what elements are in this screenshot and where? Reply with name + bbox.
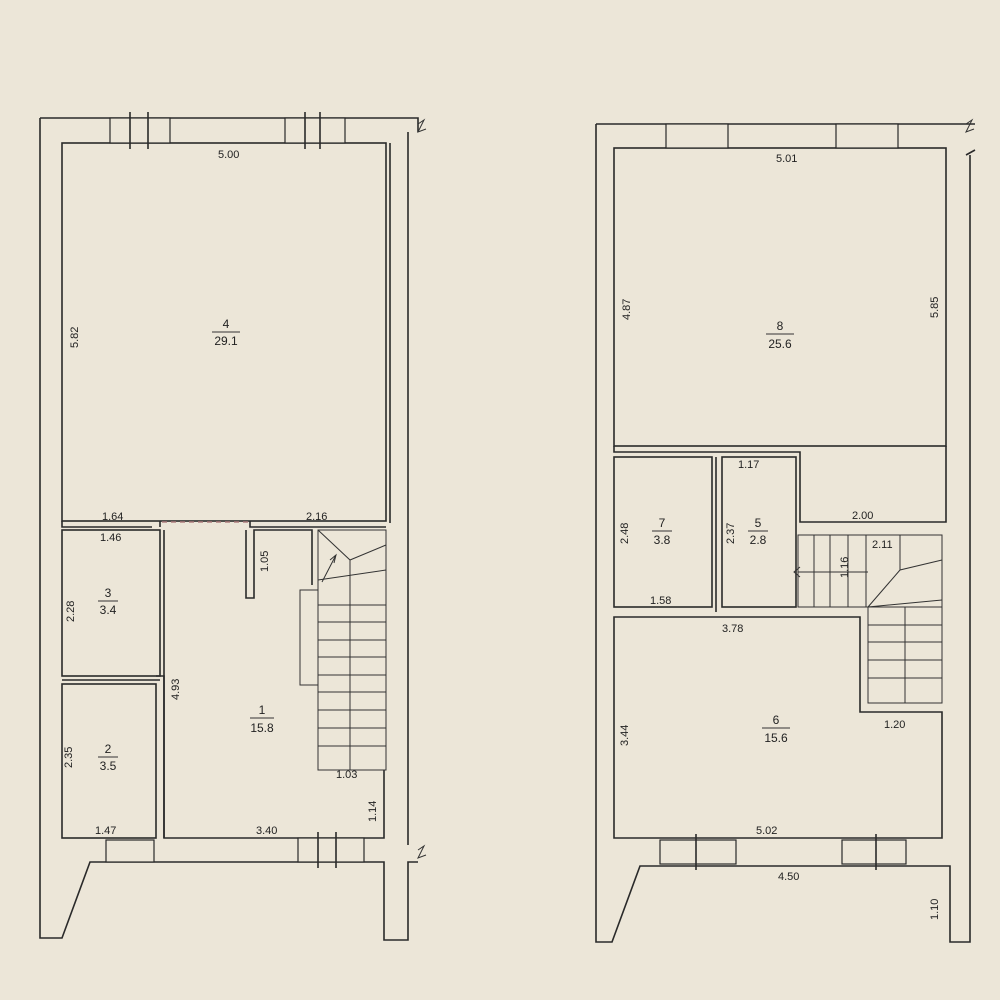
dim-left-3-40: 3.40 — [256, 825, 277, 837]
right-outer-wall — [595, 123, 976, 943]
room-7-outline — [613, 456, 713, 608]
dim-right-1-17: 1.17 — [738, 459, 759, 471]
dim-right-2-11: 2.11 — [872, 539, 893, 551]
left-right-wall — [389, 132, 409, 845]
left-break-mark-top — [416, 118, 427, 133]
dim-left-1-05: 1.05 — [259, 551, 271, 572]
room-3-area: 3.4 — [100, 603, 117, 617]
plan-right: 5.01 4.87 5.85 1.17 2.48 2.37 2.00 2.11 … — [595, 118, 976, 943]
dim-right-2-00: 2.00 — [852, 510, 873, 522]
dim-right-2-37: 2.37 — [725, 523, 737, 544]
plan-left: 5.00 5.82 1.64 2.16 1.46 2.28 2.35 1.47 … — [39, 112, 427, 941]
room-6-number: 6 — [773, 713, 780, 727]
room-1-number: 1 — [259, 703, 266, 717]
room-4-outline — [61, 142, 387, 522]
room-4-number: 4 — [223, 317, 230, 331]
room-8-number: 8 — [777, 319, 784, 333]
dim-right-2-48: 2.48 — [619, 523, 631, 544]
dim-left-2-16: 2.16 — [306, 511, 327, 523]
room-7-number: 7 — [659, 516, 666, 530]
dim-right-1-10: 1.10 — [929, 899, 941, 920]
dim-left-2-28: 2.28 — [65, 601, 77, 622]
room-6-area: 15.6 — [764, 731, 788, 745]
dim-right-4-50: 4.50 — [778, 871, 799, 883]
window-left-bottom-1 — [105, 839, 155, 863]
room-6-outline — [613, 616, 943, 839]
dim-left-1-47: 1.47 — [95, 825, 116, 837]
dim-right-5-85: 5.85 — [929, 297, 941, 318]
room-4-area: 29.1 — [214, 334, 238, 348]
room-3-number: 3 — [105, 586, 112, 600]
room-8-outline — [613, 147, 947, 447]
dim-left-5-00: 5.00 — [218, 149, 239, 161]
room-1-outline — [163, 529, 385, 839]
room-2-number: 2 — [105, 742, 112, 756]
dim-right-3-78: 3.78 — [722, 623, 743, 635]
window-left-top-2 — [284, 117, 346, 144]
window-right-bottom-1 — [659, 839, 737, 865]
window-right-top-2 — [835, 123, 899, 149]
dim-right-5-01: 5.01 — [776, 153, 797, 165]
right-staircase — [793, 534, 943, 704]
dim-left-2-35: 2.35 — [63, 747, 75, 768]
room-5-number: 5 — [755, 516, 762, 530]
dim-right-5-02: 5.02 — [756, 825, 777, 837]
dim-right-1-16: 1.16 — [839, 557, 851, 578]
dim-right-1-58: 1.58 — [650, 595, 671, 607]
window-left-top-1 — [109, 117, 171, 144]
room-7-area: 3.8 — [654, 533, 671, 547]
dim-right-3-44: 3.44 — [619, 725, 631, 746]
left-outer-wall — [39, 117, 419, 941]
left-staircase — [299, 529, 387, 771]
dim-left-1-14: 1.14 — [367, 801, 379, 822]
dim-left-1-46: 1.46 — [100, 532, 121, 544]
room-2-area: 3.5 — [100, 759, 117, 773]
dim-left-1-03: 1.03 — [336, 769, 357, 781]
left-mid-wall — [61, 521, 386, 528]
dim-left-1-64: 1.64 — [102, 511, 123, 523]
left-break-mark-bottom — [416, 844, 427, 859]
room-1-area: 15.8 — [250, 721, 274, 735]
dim-right-4-87: 4.87 — [621, 299, 633, 320]
room-3-outline — [61, 529, 161, 677]
dim-right-1-20: 1.20 — [884, 719, 905, 731]
room-2-outline — [61, 683, 157, 839]
window-left-bottom-2 — [297, 837, 365, 863]
room-5-area: 2.8 — [750, 533, 767, 547]
room-5-outline — [721, 456, 797, 608]
window-right-top-1 — [665, 123, 729, 149]
dim-left-4-93: 4.93 — [170, 679, 182, 700]
room-8-area: 25.6 — [768, 337, 792, 351]
window-right-bottom-2 — [841, 839, 907, 865]
right-break-mark — [964, 118, 975, 133]
dim-left-5-82: 5.82 — [69, 327, 81, 348]
